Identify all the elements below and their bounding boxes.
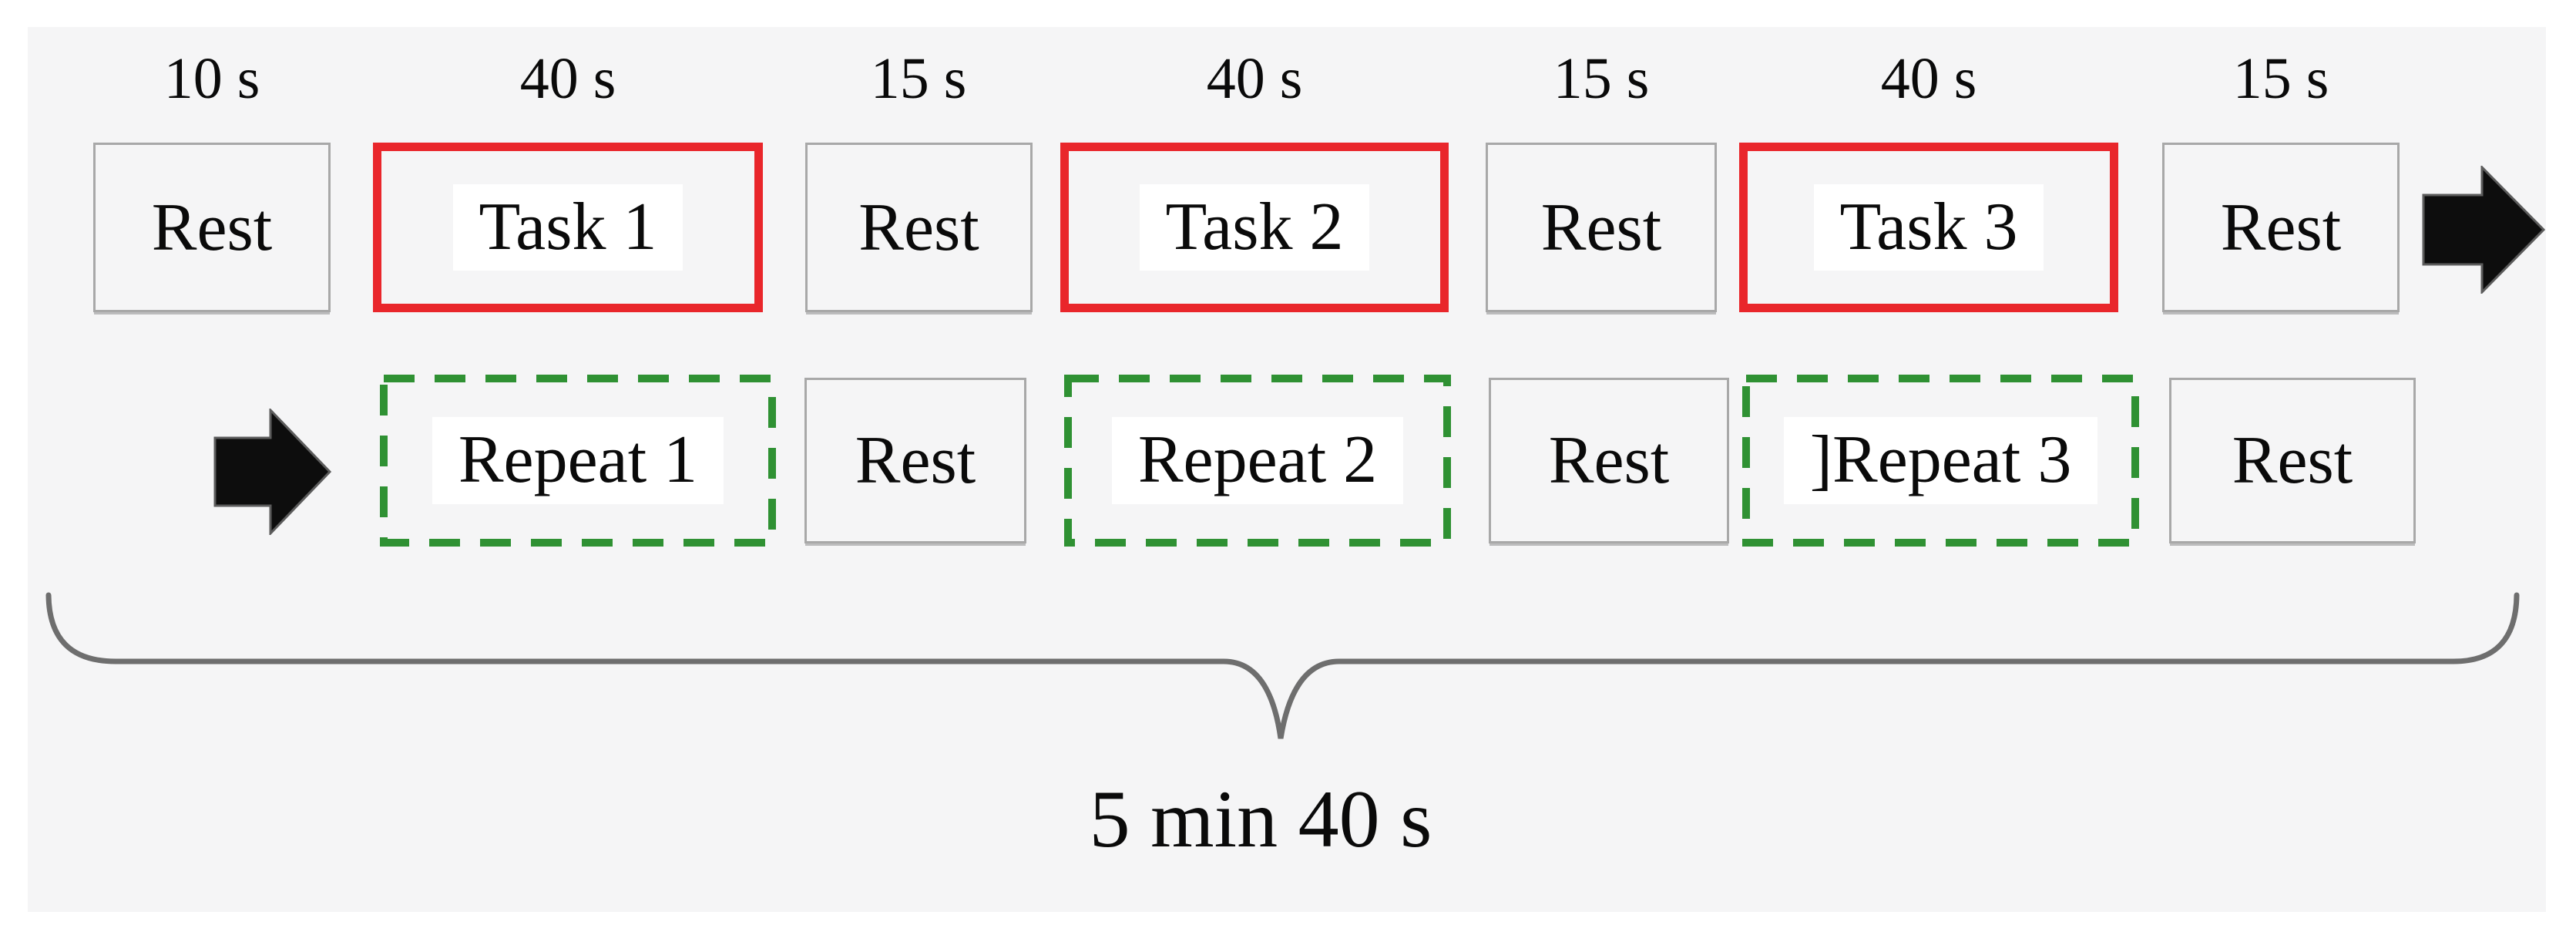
total-duration-label: 5 min 40 s xyxy=(1089,774,1432,864)
rest-block: Rest xyxy=(2162,143,2400,312)
rest-block: Rest xyxy=(805,143,1033,312)
dashed-border xyxy=(1064,375,1451,547)
rest-block: Rest xyxy=(1486,143,1717,312)
repeat-block-label: Repeat 1 xyxy=(432,417,724,504)
repeat-block-label: Repeat 2 xyxy=(1111,417,1404,504)
dashed-border xyxy=(380,375,776,547)
rest-block: Rest xyxy=(804,378,1026,543)
duration-label: 15 s xyxy=(870,46,967,111)
task-block: Task 3 xyxy=(1739,143,2118,312)
rest-block-label: Rest xyxy=(1548,423,1670,498)
rest-block: Rest xyxy=(93,143,331,312)
task-block: Task 1 xyxy=(373,143,763,312)
repeat-block: Repeat 2 xyxy=(1063,374,1452,547)
duration-label: 10 s xyxy=(163,46,260,111)
task-block-label: Task 2 xyxy=(1139,183,1370,271)
rest-block: Rest xyxy=(1489,378,1729,543)
rest-block-label: Rest xyxy=(2220,190,2342,265)
dashed-border xyxy=(1742,375,2139,547)
wrap-arrow-icon xyxy=(213,409,332,535)
rest-block-label: Rest xyxy=(2232,423,2353,498)
rest-block-label: Rest xyxy=(855,423,976,498)
task-block-label: Task 1 xyxy=(452,183,683,271)
task-block-label: Task 3 xyxy=(1813,183,2044,271)
continue-right-arrow-icon xyxy=(2422,166,2546,294)
rest-block-label: Rest xyxy=(1540,190,1662,265)
rest-block-label: Rest xyxy=(151,190,273,265)
duration-label: 15 s xyxy=(2232,46,2329,111)
duration-label: 40 s xyxy=(1880,46,1977,111)
repeat-block: Repeat 1 xyxy=(379,374,777,547)
duration-label: 15 s xyxy=(1553,46,1650,111)
repeat-block-label: ]Repeat 3 xyxy=(1783,417,2098,504)
task-block: Task 2 xyxy=(1060,143,1449,312)
duration-label: 40 s xyxy=(1206,46,1303,111)
rest-block: Rest xyxy=(2169,378,2416,543)
repeat-block: ]Repeat 3 xyxy=(1741,374,2140,547)
duration-label: 40 s xyxy=(519,46,616,111)
rest-block-label: Rest xyxy=(858,190,979,265)
